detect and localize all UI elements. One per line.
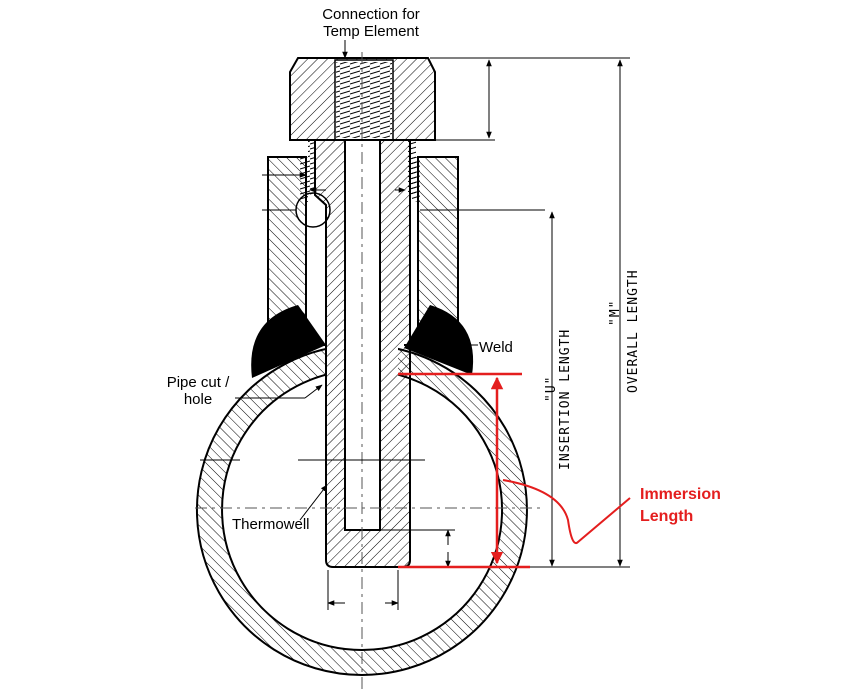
immersion-label-line1: Immersion [640, 486, 721, 503]
immersion-leader [502, 479, 631, 544]
overall-length-label: OVERALL LENGTH [626, 269, 641, 393]
thermowell-label: Thermowell [232, 516, 310, 533]
immersion-label-line2: Length [640, 508, 694, 525]
connection-label-line2: Temp Element [323, 23, 419, 40]
immersion-length-marker [398, 372, 631, 569]
overall-code-label: "M" [608, 299, 623, 326]
small-dimensions [200, 40, 545, 610]
weld-label: Weld [479, 339, 513, 356]
centerlines [195, 52, 545, 689]
pipe-cut-label: Pipe cut / hole [158, 374, 238, 408]
insertion-length-label: INSERTION LENGTH [558, 328, 573, 470]
immersion-length-label: Immersion Length [640, 484, 721, 528]
pipe-cut-label-line1: Pipe cut / [166, 374, 230, 391]
pipe-cut-label-line2: hole [183, 391, 213, 408]
insertion-code-label: "U" [544, 375, 559, 402]
connection-label-line1: Connection for [322, 6, 420, 23]
connection-label: Connection for Temp Element [316, 6, 426, 40]
